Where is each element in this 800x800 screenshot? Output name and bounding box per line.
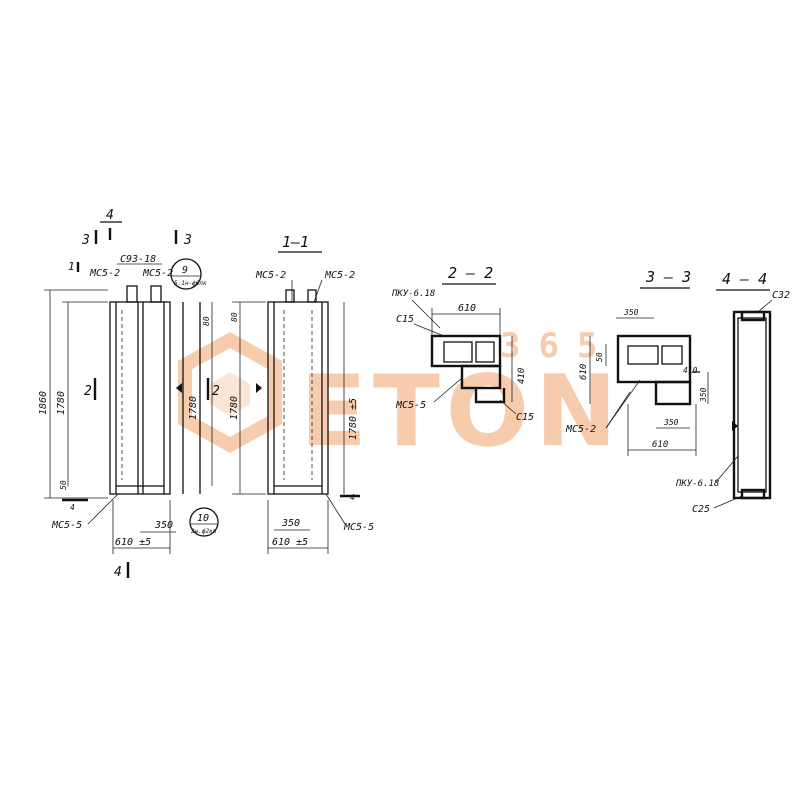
view-1-1-lug-right [307,289,317,303]
view-2-2-label-c15a: С15 [396,314,414,325]
leader-mc5-5 [87,493,119,525]
dim-4: 4 [70,503,75,512]
view-1-1: 1—1 МС5-2 МС5-2 80 1780 1780 ±5 4 350 61… [229,233,374,554]
cut-label-2-left: 2 [84,384,92,399]
view-4-4: 4 — 4 С32 ПКУ-6.18 С25 [675,270,790,515]
view-1-1-dim-610: 610 ±5 [272,537,308,548]
view-1-1-dim-1780-right: 1780 ±5 [348,398,359,440]
view-3-3-label-mc5-2: МС5-2 [565,424,596,435]
callout-9-number: 9 [182,265,188,276]
view-2-2-leader-pku [411,299,441,329]
view-2-2: 2 — 2 ПКУ-6.18 С15 610 410 МС5-5 С15 [391,264,534,423]
label-mc5-2b: МС5-2 [142,268,173,279]
callout-circle-10 [189,507,219,537]
view-3-3-inner-box-b [661,345,683,365]
view-4-4-inner-outline [737,317,767,493]
dim-1780-right: 1780 [188,396,199,420]
view-3-3-leader-mc5-2b [605,391,631,429]
callout-10-number: 10 [197,513,209,524]
view-3-3-inner-box [627,345,659,365]
view-1-1-dim-350: 350 [281,518,300,529]
view-2-2-label-c15b: С15 [516,412,534,423]
dim-80: 80 [202,316,211,326]
view-1-1-leader-mc5-5 [325,493,346,525]
label-mc5-2a: МС5-2 [89,268,120,279]
view-3-3-dim-50: 50 [595,352,604,362]
front-view: 4 3 3 1 МС5-2 С93-18 МС5-2 9 5.1н-ф6лк 1 [38,208,220,580]
view-2-2-foot [474,388,506,404]
view-4-4-label-c32: С32 [772,290,790,301]
view-2-2-label-mc5-5: МС5-5 [395,400,426,411]
view-1-1-leader-b [313,279,323,303]
view-1-1-dim-80: 80 [230,312,239,322]
view-3-3: 3 — 3 350 610 50 410 350 МС5-2 350 610 [565,268,709,456]
cut-label-4-bottom: 4 [114,565,122,580]
view-2-2-title: 2 — 2 [448,264,493,282]
view-4-4-bottom-plate [740,488,766,500]
view-4-4-outline [732,310,772,500]
dim-350: 350 [154,520,173,531]
view-1-1-dim-4: 4 [350,493,355,502]
view-4-4-label-c25: С25 [692,504,710,515]
view-3-3-dim-350-bottom: 350 [663,418,679,427]
view-3-3-dim-350-top: 350 [623,308,639,317]
view-1-1-label-mc5-2b: МС5-2 [324,270,355,281]
callout-9-sub: 5.1н-ф6лк [174,280,207,287]
view-2-2-label-pku: ПКУ-6.18 [391,289,435,299]
callout-10-sub: 2ы.ф2кл [191,528,217,535]
view-4-4-top-plate [740,310,766,322]
dim-1780-left: 1780 [56,391,67,415]
cut-label-2-right: 2 [212,384,220,399]
view-2-2-lower-box [460,364,502,390]
view-1-1-lug-left [285,289,295,303]
view-1-1-panel-outline [267,301,329,495]
cut-label-1: 1 [68,260,75,273]
label-c93-18: С93-18 [120,254,156,265]
view-2-2-leader-c15a [413,323,445,337]
view-2-2-inner-box [443,341,473,363]
watermark-digits: 365 [500,326,615,366]
view-2-2-inner-box-b [475,341,495,363]
cut-label-3-right: 3 [183,233,192,248]
view-1-1-arrow-left [256,383,262,393]
dim-1860: 1860 [38,391,49,415]
cut-label-3-left: 3 [81,233,90,248]
view-3-3-title: 3 — 3 [645,268,691,286]
callout-circle-9 [170,258,202,290]
dim-50: 50 [59,480,68,490]
view-4-4-label-pku: ПКУ-6.18 [675,479,719,489]
view-1-1-label-mc5-2a: МС5-2 [255,270,286,281]
view-2-2-dim-610: 610 [458,303,476,314]
view-4-4-leader-c25 [713,495,743,509]
watermark-hexagon-logo [178,331,282,454]
label-mc5-5: МС5-5 [51,520,82,531]
watermark: 365 ETON [178,326,623,469]
view-1-1-dim-1780-left: 1780 [229,396,240,420]
view-3-3-dim-350-right: 350 [699,387,708,403]
cut-label-4-top: 4 [106,208,114,223]
view-2-2-leader-c15b [499,399,517,415]
view-4-4-leader-c32 [757,299,773,313]
view-1-1-title: 1—1 [282,233,309,251]
dim-610: 610 ±5 [115,537,151,548]
view-3-3-dim-610-bottom: 610 [652,440,668,450]
view-4-4-title: 4 — 4 [722,270,767,288]
view-4-4-leader-pku [715,455,739,483]
view-4-4-arrow [732,421,738,431]
view-3-3-upper-box [616,334,692,384]
watermark-word: ETON [300,355,623,469]
front-panel-outline [109,301,171,495]
view-1-1-label-mc5-5: МС5-5 [343,522,374,533]
front-lug-right [150,285,162,303]
front-lug-left [126,285,138,303]
view-2-2-leader-mc5-5 [433,377,463,403]
cut-arrow-2-right [176,383,182,393]
view-3-3-dim-610-left: 610 [579,364,589,380]
view-2-2-dim-410: 410 [517,368,527,384]
view-3-3-dim-410: 410 [683,366,698,375]
view-3-3-lower-box [654,380,692,406]
